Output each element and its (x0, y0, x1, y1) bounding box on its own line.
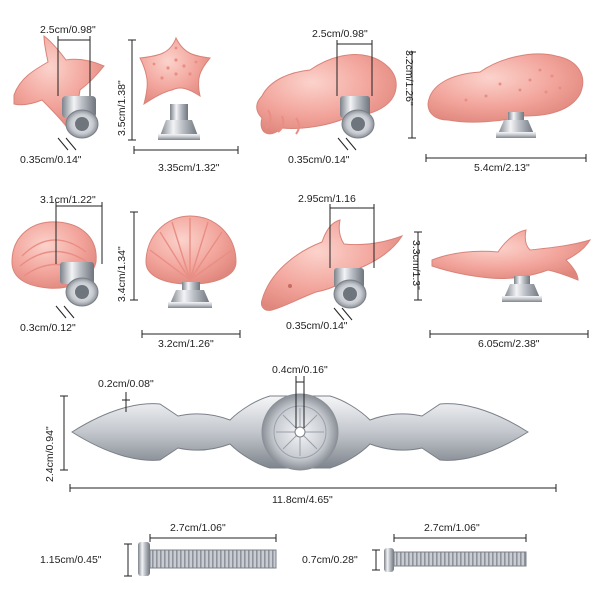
starfish-side-thickness-label: 0.35cm/0.14" (20, 154, 82, 166)
screw-short-head-label: 0.7cm/0.28" (302, 554, 358, 566)
backplate-dimension-lines (60, 376, 557, 492)
starfish-knob-side-view (13, 34, 105, 139)
screw-dimension-lines (124, 534, 527, 577)
chrome-backplate (71, 393, 529, 471)
shell-side-thickness-label: 0.3cm/0.12" (20, 322, 76, 334)
backplate-thickness-label: 0.2cm/0.08" (98, 378, 154, 390)
shell-knob-side-view (11, 221, 99, 307)
shell-side-width-label: 3.1cm/1.22" (40, 194, 96, 206)
shell-front-width-label: 3.2cm/1.26" (158, 338, 214, 350)
starfish-front-height-label: 3.5cm/1.38" (116, 80, 128, 136)
starfish-side-width-label: 2.5cm/0.98" (40, 24, 96, 36)
octopus-front-height-label: 3.2cm/1.26" (403, 50, 415, 106)
screw-long-length-label: 2.7cm/1.06" (170, 522, 226, 534)
dolphin-front-width-label: 6.05cm/2.38" (478, 338, 540, 350)
row1-dimension-lines (57, 36, 587, 162)
screw-short-length-label: 2.7cm/1.06" (424, 522, 480, 534)
shell-front-height-label: 3.4cm/1.34" (116, 246, 128, 302)
starfish-front-width-label: 3.35cm/1.32" (158, 162, 220, 174)
octopus-knob-front-view (427, 53, 584, 138)
dolphin-front-height-label: 3.3cm/1.3" (410, 240, 422, 290)
dolphin-knob-side-view (261, 219, 404, 311)
screw-short-head (384, 548, 527, 572)
backplate-height-label: 2.4cm/0.94" (44, 426, 56, 482)
screw-long-head (138, 542, 277, 576)
octopus-side-thickness-label: 0.35cm/0.14" (288, 154, 350, 166)
row2-dimension-lines (55, 202, 589, 338)
dolphin-side-width-label: 2.95cm/1.16 (298, 193, 356, 205)
dolphin-knob-front-view (431, 229, 592, 302)
backplate-hole-label: 0.4cm/0.16" (272, 364, 328, 376)
starfish-knob-front-view (139, 36, 211, 140)
shell-knob-front-view (145, 215, 237, 308)
screw-long-head-label: 1.15cm/0.45" (40, 554, 102, 566)
dolphin-side-thickness-label: 0.35cm/0.14" (286, 320, 348, 332)
octopus-side-width-label: 2.5cm/0.98" (312, 28, 368, 40)
octopus-knob-side-view (256, 54, 397, 139)
octopus-front-width-label: 5.4cm/2.13" (474, 162, 530, 174)
backplate-length-label: 11.8cm/4.65" (272, 494, 333, 506)
